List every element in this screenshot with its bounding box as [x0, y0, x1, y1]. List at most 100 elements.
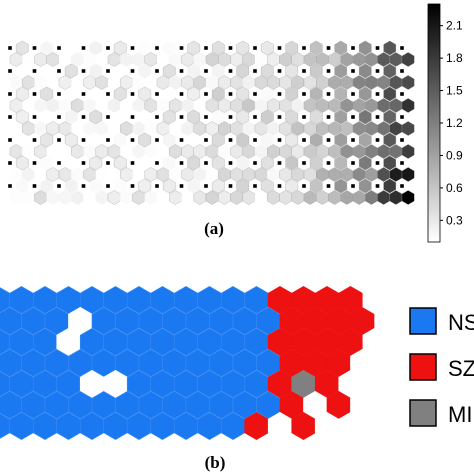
umatrix-cell: [89, 155, 103, 171]
legend-item-sz: SZ: [409, 353, 474, 381]
umatrix-cell: [169, 144, 182, 159]
node-marker: [375, 115, 380, 119]
umatrix-cell: [291, 52, 305, 67]
node-marker: [375, 69, 380, 73]
node-marker: [155, 115, 159, 119]
umatrix-cell: [22, 75, 35, 90]
node-marker: [179, 92, 184, 96]
umatrix-cell: [389, 121, 403, 136]
node-marker: [400, 92, 404, 96]
umatrix-cell: [260, 40, 274, 56]
umatrix-cell: [83, 144, 96, 159]
umatrix-cell: [340, 144, 354, 159]
umatrix-cell: [9, 190, 23, 205]
cluster-cell-sz: [338, 328, 363, 356]
umatrix-cell: [83, 52, 96, 67]
legend-label-sz: SZ: [448, 356, 474, 381]
umatrix-cell: [309, 86, 323, 102]
node-marker: [400, 161, 404, 165]
umatrix-cell: [205, 167, 219, 182]
node-marker: [32, 46, 37, 50]
umatrix-cell: [211, 40, 225, 56]
umatrix-cell: [383, 132, 397, 148]
umatrix-cell: [169, 75, 182, 90]
node-marker: [155, 138, 159, 142]
node-marker: [228, 46, 233, 50]
umatrix-cell: [236, 86, 250, 102]
node-marker: [326, 92, 331, 96]
umatrix-cell: [285, 63, 299, 79]
umatrix-cell: [144, 52, 158, 67]
umatrix-cell: [340, 98, 354, 113]
umatrix-cell: [389, 52, 403, 67]
colorbar: 2.11.81.51.20.90.60.3: [427, 3, 463, 243]
umatrix-cell: [89, 63, 103, 79]
node-marker: [106, 115, 110, 119]
umatrix-cell: [358, 132, 372, 148]
panel-b-cluster-map: [0, 286, 375, 440]
umatrix-cell: [58, 190, 72, 205]
umatrix-cell: [181, 52, 194, 67]
umatrix-cell: [34, 190, 47, 205]
umatrix-cell: [169, 98, 182, 113]
umatrix-cell: [181, 98, 194, 113]
node-marker: [375, 161, 380, 165]
umatrix-cell: [9, 75, 23, 90]
umatrix-cell: [230, 121, 243, 136]
umatrix-cell: [187, 132, 201, 148]
umatrix-cell: [352, 98, 366, 113]
node-marker: [130, 92, 135, 96]
node-marker: [228, 138, 233, 142]
node-marker: [81, 46, 86, 50]
umatrix-cell: [162, 86, 176, 102]
umatrix-cell: [205, 144, 219, 159]
umatrix-cell: [340, 121, 354, 136]
umatrix-cell: [58, 144, 72, 159]
legend-label-mi: MI: [448, 402, 472, 427]
legend-label-ns: NS: [448, 310, 474, 335]
umatrix-cell: [285, 132, 299, 148]
umatrix-cell: [316, 75, 329, 90]
legend-item-mi: MI: [409, 399, 472, 427]
umatrix-cell: [46, 52, 60, 67]
node-marker: [277, 46, 282, 50]
umatrix-cell: [389, 75, 403, 90]
umatrix-cell: [71, 75, 84, 90]
umatrix-cell: [358, 155, 372, 171]
node-marker: [351, 161, 355, 165]
umatrix-cell: [365, 121, 378, 136]
umatrix-cell: [254, 167, 268, 182]
umatrix-cell: [46, 167, 60, 182]
node-marker: [57, 69, 61, 73]
umatrix-cell: [352, 144, 366, 159]
umatrix-cell: [303, 190, 317, 205]
umatrix-cell: [22, 167, 35, 182]
umatrix-cell: [156, 98, 170, 113]
node-marker: [204, 115, 208, 119]
node-marker: [375, 92, 380, 96]
umatrix-cell: [267, 75, 280, 90]
umatrix-cell: [218, 52, 231, 67]
umatrix-cell: [169, 52, 182, 67]
umatrix-node-markers: [8, 46, 404, 188]
umatrix-cell: [107, 75, 121, 90]
node-marker: [326, 115, 331, 119]
umatrix-cell: [285, 86, 299, 102]
umatrix-cell: [254, 75, 268, 90]
umatrix-cell: [383, 109, 397, 125]
umatrix-cell: [83, 167, 96, 182]
umatrix-cell: [260, 132, 274, 148]
umatrix-cell: [40, 155, 54, 171]
umatrix-cell: [328, 144, 341, 159]
umatrix-cell: [187, 86, 201, 102]
umatrix-cell: [303, 98, 317, 113]
node-marker: [302, 161, 306, 165]
umatrix-cell: [377, 144, 390, 159]
umatrix-cell: [144, 121, 158, 136]
umatrix-cell: [242, 121, 256, 136]
umatrix-cell: [156, 52, 170, 67]
node-marker: [81, 184, 86, 188]
node-marker: [32, 138, 37, 142]
umatrix-cell: [389, 190, 403, 205]
umatrix-cell: [230, 98, 243, 113]
